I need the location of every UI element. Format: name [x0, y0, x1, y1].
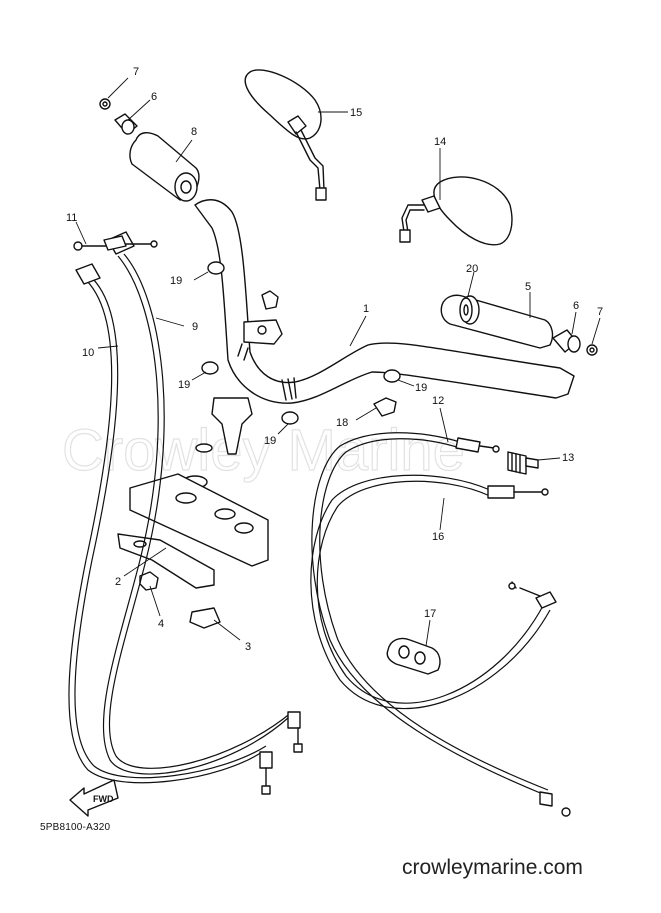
fwd-arrow-label: FWD — [93, 794, 114, 804]
callout-11: 11 — [66, 212, 77, 224]
right-grip-washer — [459, 297, 473, 323]
callout-18: 18 — [336, 417, 348, 429]
clamp-19-c — [281, 411, 299, 425]
clamp-19-b — [201, 361, 219, 375]
clamp-18 — [373, 397, 397, 417]
callout-13: 13 — [562, 452, 574, 464]
callout-6-right: 6 — [573, 300, 579, 312]
left-mirror — [244, 69, 327, 201]
leader-lines — [75, 77, 601, 647]
callout-16: 16 — [432, 531, 444, 543]
callout-1: 1 — [363, 303, 369, 315]
callout-7-right: 7 — [597, 306, 603, 318]
watermark-text: Crowley Marine — [62, 418, 465, 483]
callout-6-left: 6 — [151, 91, 157, 103]
callout-7-left: 7 — [133, 66, 139, 78]
right-grip — [440, 294, 554, 349]
callout-12: 12 — [432, 395, 444, 407]
diagram-code: 5PB8100-A320 — [40, 822, 111, 833]
clamp-19-a — [207, 261, 225, 275]
left-grip — [129, 132, 200, 202]
handlebar — [194, 199, 575, 404]
callout-4: 4 — [158, 618, 164, 630]
upper-bracket — [129, 473, 269, 567]
callout-labels: 7 6 8 15 14 11 19 9 10 19 1 19 19 18 20 … — [66, 66, 603, 653]
right-bar-end — [552, 329, 581, 353]
callout-19-c: 19 — [264, 435, 276, 447]
callout-19-a: 19 — [170, 275, 182, 287]
callout-2: 2 — [115, 576, 121, 588]
callout-9: 9 — [192, 321, 198, 333]
cable-bolt — [73, 235, 158, 251]
throttle-cable-10 — [68, 263, 273, 795]
cable-holder — [386, 637, 441, 675]
right-bar-end-screw — [586, 344, 598, 356]
callout-17: 17 — [424, 608, 436, 620]
callout-10: 10 — [82, 347, 94, 359]
clutch-cable-16 — [310, 474, 571, 817]
callout-3: 3 — [245, 641, 251, 653]
guide-clamp — [189, 607, 221, 629]
wire-bracket — [117, 533, 215, 589]
callout-14: 14 — [434, 136, 446, 148]
site-footer-text: crowleymarine.com — [402, 856, 583, 879]
left-bar-end — [114, 113, 138, 135]
callout-5: 5 — [525, 281, 531, 293]
left-bar-end-screw — [99, 98, 111, 110]
clamp-19-d — [383, 369, 401, 383]
callout-19-d: 19 — [415, 382, 427, 394]
cable-adjuster — [507, 451, 539, 475]
fwd-arrow: FWD — [69, 779, 119, 817]
callout-19-b: 19 — [178, 379, 190, 391]
upper-holder — [243, 290, 283, 345]
right-mirror — [399, 176, 513, 246]
callout-15: 15 — [350, 107, 362, 119]
callout-8: 8 — [191, 126, 197, 138]
callout-20: 20 — [466, 263, 478, 275]
